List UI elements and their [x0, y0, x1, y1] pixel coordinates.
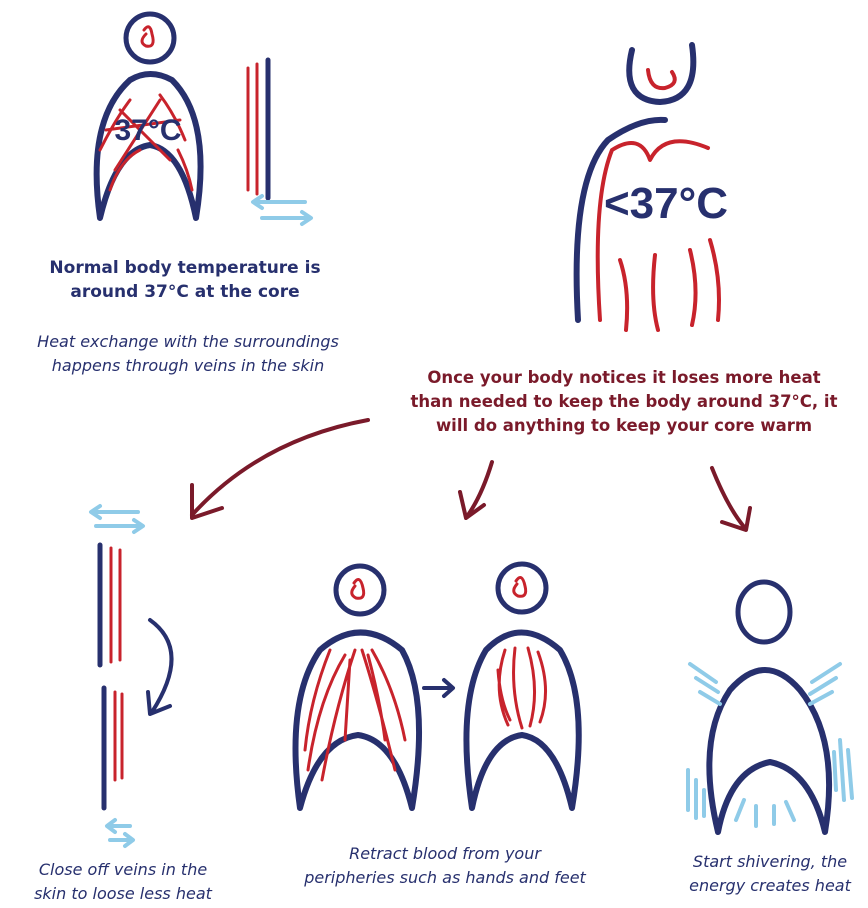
heat-exchange-caption-line-1: Heat exchange with the surroundings — [10, 330, 366, 354]
skin-vein-closed — [91, 506, 172, 846]
close-veins-caption: Close off veins in the skin to loose les… — [10, 858, 236, 906]
heat-exchange-caption-line-2: happens through veins in the skin — [10, 354, 366, 378]
body-notices-caption: Once your body notices it loses more hea… — [382, 366, 866, 438]
normal-body-figure: 37°C — [97, 14, 201, 218]
retract-blood-caption: Retract blood from your peripheries such… — [280, 842, 610, 890]
body-notices-caption-line-2: than needed to keep the body around 37°C… — [382, 390, 866, 414]
skin-vein-open — [248, 60, 311, 224]
close-veins-caption-line-1: Close off veins in the — [10, 858, 236, 882]
core-temp-label: 37°C — [114, 114, 181, 147]
shivering-caption-line-1: Start shivering, the — [676, 850, 864, 874]
retract-blood-figure-after — [466, 564, 578, 808]
below-temp-label: <37°C — [604, 179, 728, 228]
normal-temp-caption: Normal body temperature is around 37°C a… — [20, 256, 350, 304]
body-notices-caption-line-3: will do anything to keep your core warm — [382, 414, 866, 438]
retract-blood-caption-line-2: peripheries such as hands and feet — [280, 866, 610, 890]
retract-arrow — [424, 680, 453, 696]
close-veins-caption-line-2: skin to loose less heat — [10, 882, 236, 906]
shivering-caption-line-2: energy creates heat — [676, 874, 864, 898]
body-notices-caption-line-1: Once your body notices it loses more hea… — [382, 366, 866, 390]
shivering-caption: Start shivering, the energy creates heat — [676, 850, 864, 898]
cold-body-figure: <37°C — [577, 45, 728, 330]
normal-temp-caption-line-1: Normal body temperature is — [20, 256, 350, 280]
retract-blood-caption-line-1: Retract blood from your — [280, 842, 610, 866]
shivering-figure — [688, 582, 852, 832]
normal-temp-caption-line-2: around 37°C at the core — [20, 280, 350, 304]
retract-blood-figure-before — [296, 566, 420, 808]
heat-exchange-caption: Heat exchange with the surroundings happ… — [10, 330, 366, 378]
